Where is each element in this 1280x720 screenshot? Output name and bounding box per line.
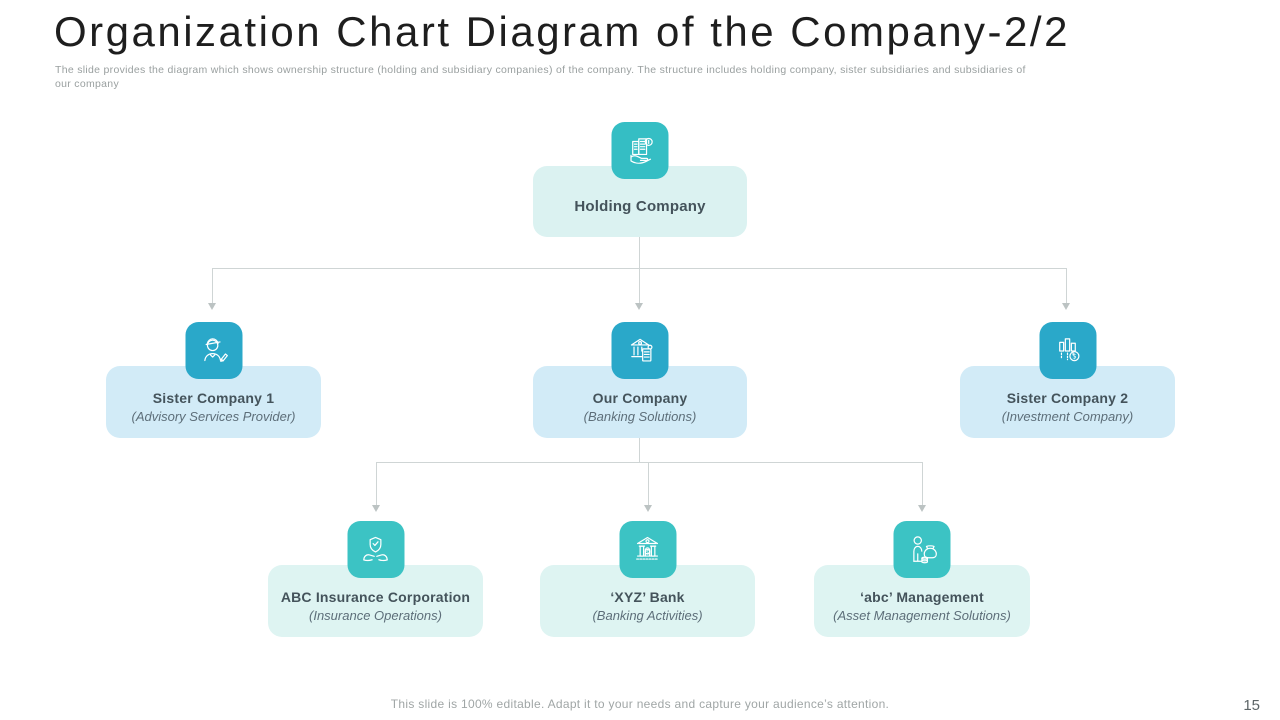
node-subtitle: (Advisory Services Provider) [131, 409, 296, 424]
connector-drop-sister1 [212, 268, 213, 303]
investment-chart-coin-icon: $ [1039, 322, 1096, 379]
connector-stem-bottom [639, 438, 640, 462]
building-in-hand-icon [611, 122, 669, 179]
connector-arrowhead [372, 505, 380, 512]
node-title: Sister Company 2 [1006, 390, 1129, 406]
page-title: Organization Chart Diagram of the Compan… [54, 8, 1070, 55]
node-subtitle: (Investment Company) [1001, 409, 1134, 424]
connector-arrowhead [644, 505, 652, 512]
org-node-sister-company-1[interactable]: Sister Company 1 (Advisory Services Prov… [106, 322, 321, 438]
footer-note: This slide is 100% editable. Adapt it to… [390, 697, 890, 711]
connector-stem-top [639, 237, 640, 268]
slide-subtitle: The slide provides the diagram which sho… [55, 63, 1185, 91]
org-node-our-company[interactable]: Our Company (Banking Solutions) [533, 322, 747, 438]
connector-drop-our [639, 268, 640, 303]
connector-arrowhead [918, 505, 926, 512]
node-title: ‘abc’ Management [860, 589, 984, 605]
connector-arrowhead [635, 303, 643, 310]
subtitle-line-1: The slide provides the diagram which sho… [55, 64, 1026, 76]
node-subtitle: (Insurance Operations) [309, 608, 442, 623]
org-node-sister-company-2[interactable]: $ Sister Company 2 (Investment Company) [960, 322, 1175, 438]
subtitle-line-2: our company [55, 78, 119, 91]
connector-drop-sister2 [1066, 268, 1067, 303]
node-title: Sister Company 1 [152, 390, 275, 406]
page-number: 15 [1243, 697, 1260, 714]
connector-bar-bottom [376, 462, 922, 463]
node-title: ABC Insurance Corporation [280, 589, 471, 605]
hands-shield-check-icon [347, 521, 404, 578]
connector-arrowhead [208, 303, 216, 310]
node-title: ‘XYZ’ Bank [610, 589, 685, 605]
node-title: Our Company [592, 390, 688, 406]
connector-arrowhead [1062, 303, 1070, 310]
bank-document-icon [611, 322, 669, 379]
person-money-bag-icon [893, 521, 951, 578]
svg-text:$: $ [1072, 352, 1076, 360]
svg-text:$: $ [646, 549, 649, 555]
advisor-person-icon [185, 322, 242, 379]
node-subtitle: (Banking Activities) [592, 608, 703, 623]
connector-drop-bank [648, 462, 649, 505]
node-title: Holding Company [574, 198, 706, 215]
org-node-holding-company[interactable]: Holding Company [533, 122, 747, 237]
org-node-abc-insurance[interactable]: ABC Insurance Corporation (Insurance Ope… [268, 521, 483, 637]
org-node-abc-management[interactable]: ‘abc’ Management (Asset Management Solut… [814, 521, 1030, 637]
connector-drop-management [922, 462, 923, 505]
node-subtitle: (Asset Management Solutions) [833, 608, 1011, 623]
bank-building-dollar-icon: $ [619, 521, 676, 578]
org-node-xyz-bank[interactable]: $ ‘XYZ’ Bank (Banking Activities) [540, 521, 755, 637]
node-subtitle: (Banking Solutions) [583, 409, 697, 424]
connector-drop-insurance [376, 462, 377, 505]
